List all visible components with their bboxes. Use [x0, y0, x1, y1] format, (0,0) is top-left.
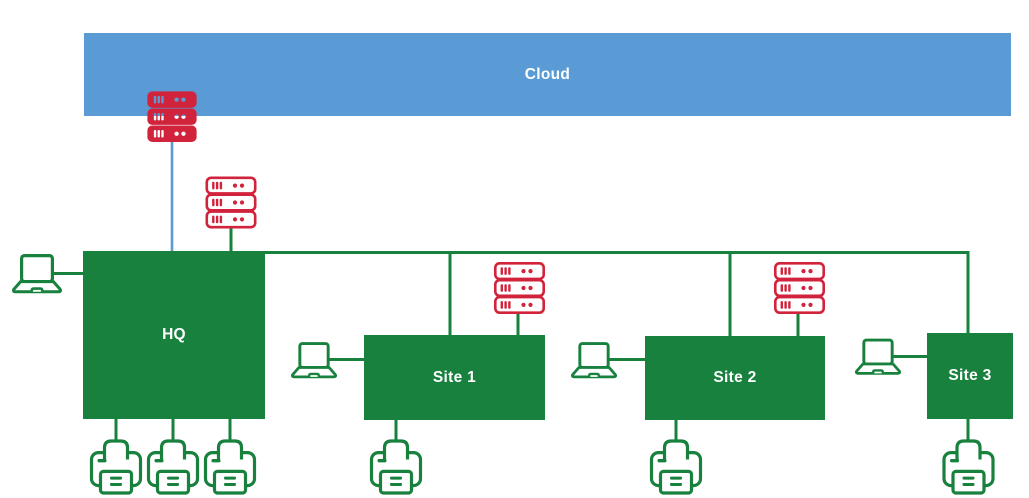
cloud-zone-label: Cloud	[524, 65, 571, 83]
node-site1: Site 1	[364, 335, 545, 420]
node-hq-label: HQ	[162, 326, 186, 343]
site2-printer-icon	[649, 439, 703, 495]
site2-laptop-icon	[571, 341, 617, 379]
hq-printer-1-icon	[89, 439, 143, 495]
node-site1-label: Site 1	[432, 368, 477, 386]
node-site3: Site 3	[927, 333, 1013, 419]
node-site2-label: Site 2	[713, 369, 757, 386]
site1-printer-icon	[369, 439, 423, 495]
cloud-zone: Cloud	[84, 33, 1011, 116]
hq-laptop-icon	[12, 254, 62, 294]
hq-printer-3-icon	[203, 439, 257, 495]
node-site2: Site 2	[645, 336, 825, 420]
site1-rack-server-outline-icon	[494, 262, 545, 314]
node-site3-label: Site 3	[948, 367, 992, 384]
site3-laptop-icon	[855, 338, 901, 376]
site3-printer-icon	[942, 439, 995, 495]
hq-printer-2-icon	[146, 439, 200, 495]
node-hq: HQ	[83, 251, 265, 419]
hq-rack-server-outline-icon	[205, 176, 257, 229]
site2-rack-server-outline-icon	[774, 262, 825, 314]
site1-laptop-icon	[291, 341, 337, 379]
